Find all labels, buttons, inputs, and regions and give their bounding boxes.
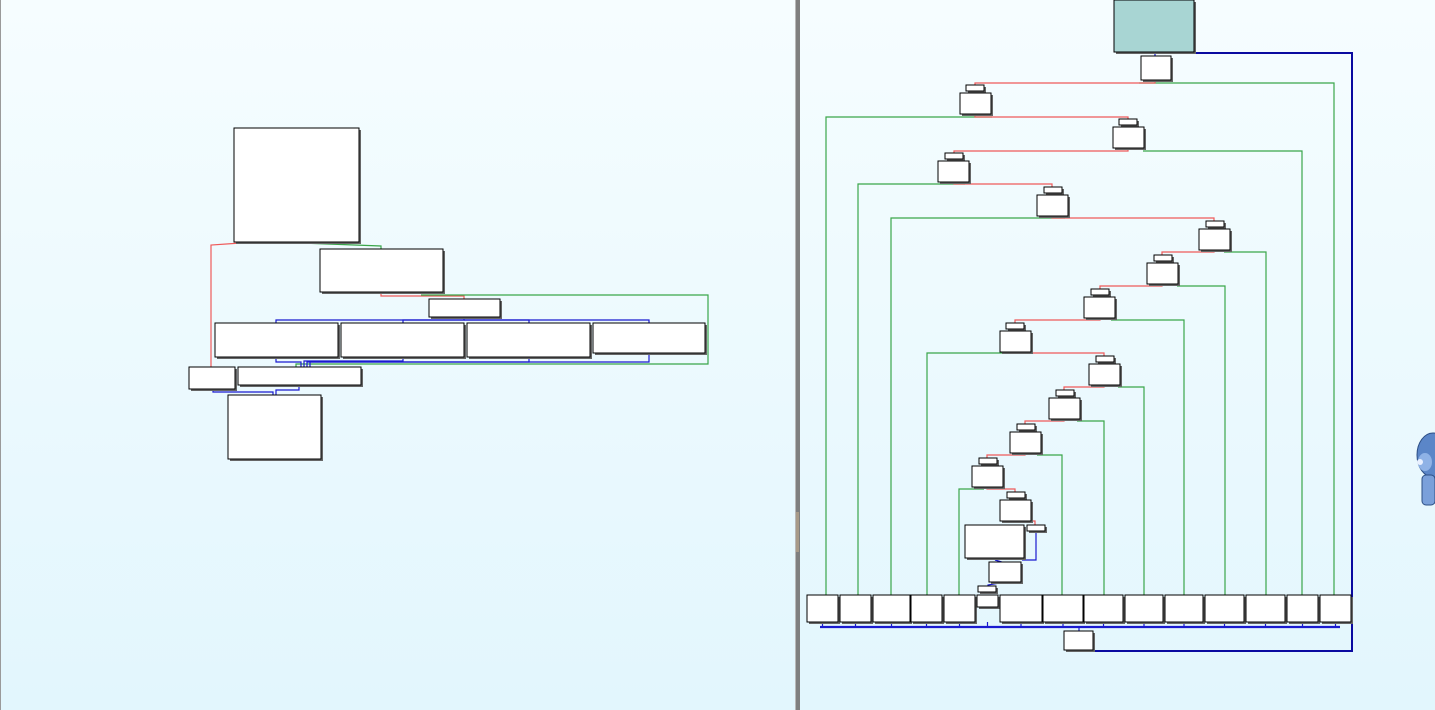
edge-true [825,116,992,595]
basic-block[interactable] [1083,594,1125,624]
basic-block[interactable] [1006,491,1027,500]
basic-block[interactable] [978,457,999,466]
basic-block[interactable] [964,524,1026,560]
edge-true [890,217,1065,595]
basic-block[interactable] [959,92,993,116]
basic-block[interactable] [1140,55,1173,82]
basic-block[interactable] [965,84,986,93]
edge-true [1143,150,1303,595]
edge-true [1139,82,1335,595]
basic-block[interactable] [1043,186,1064,195]
basic-block[interactable] [988,561,1023,584]
basic-block[interactable] [910,594,944,624]
basic-block[interactable] [1090,288,1111,297]
basic-block[interactable] [237,366,363,387]
basic-block[interactable] [1205,220,1226,229]
edge-true [926,352,1023,595]
edge-jump [309,353,650,368]
basic-block[interactable] [1036,194,1070,218]
basic-block[interactable] [466,322,592,359]
basic-block[interactable] [227,394,323,461]
basic-block[interactable] [1204,594,1246,624]
splitter-grip[interactable] [796,512,799,552]
edge-true [1224,251,1267,595]
edge-return [1079,52,1353,652]
basic-block[interactable] [1042,594,1085,624]
mascot-icon[interactable] [1416,432,1435,506]
edge-jump [275,357,302,368]
basic-block[interactable] [214,322,340,359]
basic-block[interactable] [937,160,971,184]
basic-block[interactable] [1124,594,1165,624]
basic-block[interactable] [428,298,502,319]
basic-block[interactable] [1048,397,1082,421]
pane-splitter[interactable] [795,0,800,710]
exit-block[interactable] [1063,630,1095,652]
basic-block[interactable] [233,127,361,244]
basic-block[interactable] [1088,363,1122,387]
edge-false [210,242,242,388]
edge-true [1037,454,1063,595]
entry-block[interactable] [1113,0,1196,54]
basic-block[interactable] [999,499,1033,523]
basic-block[interactable] [1016,423,1037,432]
basic-block[interactable] [977,585,998,594]
edge-true [1118,386,1145,595]
basic-block[interactable] [1112,126,1146,150]
flowgraph-right [806,0,1435,652]
edge-false [1051,215,1215,224]
basic-block[interactable] [1009,431,1043,455]
flowgraph-left [188,127,709,461]
basic-block[interactable] [1026,524,1047,533]
basic-block[interactable] [944,152,965,161]
basic-block[interactable] [340,322,466,359]
basic-block[interactable] [999,330,1033,354]
basic-block[interactable] [1198,228,1232,252]
edge-false [380,293,465,300]
basic-block[interactable] [1164,594,1205,624]
edge-true [857,183,965,595]
basic-block[interactable] [1286,594,1320,624]
basic-block[interactable] [971,465,1005,489]
basic-block[interactable] [1095,355,1116,364]
graph-overview-left[interactable] [0,0,795,710]
basic-block[interactable] [188,366,237,391]
basic-block[interactable] [806,594,840,624]
edge-false [974,80,1156,88]
basic-block[interactable] [999,594,1044,624]
basic-block[interactable] [1118,118,1139,127]
basic-block[interactable] [1245,594,1287,624]
edge-true [1077,420,1105,595]
edge-true [295,294,709,368]
basic-block[interactable] [1055,389,1076,398]
basic-block[interactable] [943,594,977,624]
edge-jump [1022,531,1037,561]
edge-true [1111,319,1185,595]
edge-false [974,114,1129,122]
basic-block[interactable] [1146,262,1180,286]
edge-true [1177,285,1226,595]
basic-block[interactable] [319,248,445,294]
basic-block[interactable] [839,594,873,624]
basic-block[interactable] [592,322,707,355]
basic-block[interactable] [976,594,1000,609]
basic-block[interactable] [1083,296,1117,320]
basic-block[interactable] [1319,594,1353,624]
edge-false [953,148,1129,156]
basic-block[interactable] [872,594,912,624]
graph-overview-right[interactable] [800,0,1435,710]
edge-jump [275,385,300,396]
basic-block[interactable] [1153,254,1174,263]
basic-block[interactable] [1005,322,1026,331]
